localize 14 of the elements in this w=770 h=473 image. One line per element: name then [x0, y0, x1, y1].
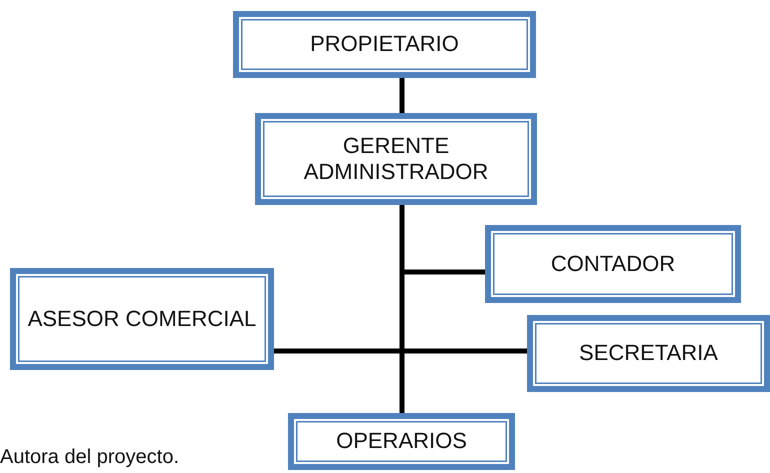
source-note: Autora del proyecto. [0, 446, 179, 469]
org-box [255, 113, 537, 205]
role-title: GERENTE ADMINISTRADOR [302, 132, 490, 186]
org-box [527, 315, 770, 392]
role-title: OPERARIOS [335, 428, 468, 455]
role-title: ASESOR COMERCIAL [26, 306, 258, 332]
role-title: SECRETARIA [578, 340, 719, 367]
org-box [485, 225, 741, 303]
role-title: CONTADOR [550, 250, 676, 278]
connector-line [400, 78, 404, 113]
org-box [288, 413, 515, 470]
org-box [10, 268, 274, 370]
org-box [233, 11, 536, 78]
role-title: PROPIETARIO [309, 31, 460, 58]
